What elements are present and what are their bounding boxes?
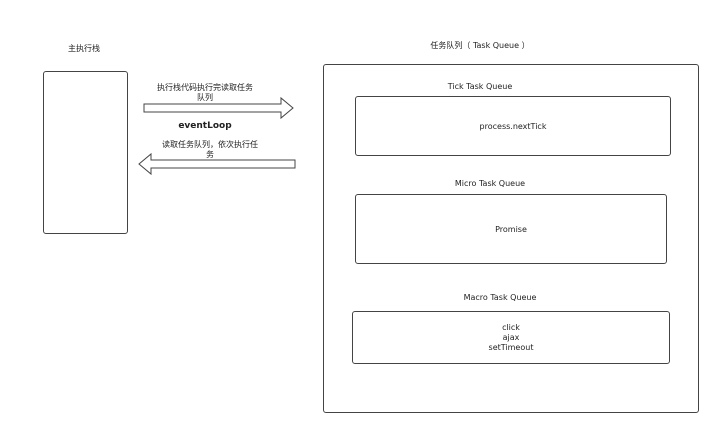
macro-queue-item-click: click: [502, 323, 520, 332]
macro-queue-box: click ajax setTimeout: [352, 311, 670, 364]
event-loop-label: eventLoop: [178, 121, 232, 131]
micro-queue-box: Promise: [355, 194, 667, 264]
micro-queue-item: Promise: [495, 225, 527, 234]
tick-queue-title: Tick Task Queue: [447, 82, 513, 91]
arrow-from-queue-label-line2: 务: [206, 150, 214, 159]
arrow-to-queue: [143, 96, 294, 120]
macro-queue-item-ajax: ajax: [502, 333, 520, 342]
tick-queue-item: process.nextTick: [479, 122, 547, 131]
task-queue-label: 任务队列（ Task Queue ）: [430, 41, 530, 50]
main-stack-box: [43, 71, 128, 234]
micro-queue-title: Micro Task Queue: [454, 179, 526, 188]
arrow-to-queue-label-line2: 队列: [197, 93, 213, 102]
arrow-to-queue-label-line1: 执行栈代码执行完读取任务: [157, 83, 253, 92]
macro-queue-item-settimeout: setTimeout: [488, 343, 534, 352]
macro-queue-title: Macro Task Queue: [463, 293, 537, 302]
tick-queue-box: process.nextTick: [355, 96, 671, 156]
arrow-from-queue-label-line1: 读取任务队列，依次执行任: [162, 140, 258, 149]
main-stack-label: 主执行栈: [68, 44, 100, 53]
arrow-from-queue: [138, 152, 296, 176]
